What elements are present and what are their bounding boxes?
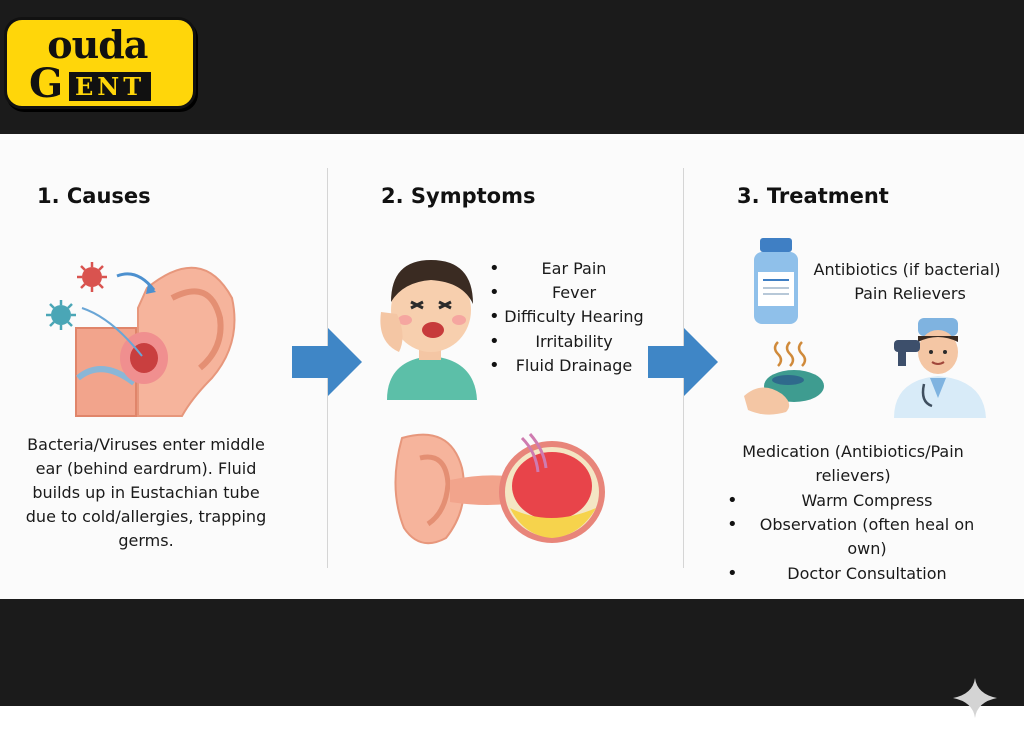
list-item: Difficulty Hearing xyxy=(489,305,659,329)
medicine-bottle-icon xyxy=(754,238,798,324)
treatment-heading: 3. Treatment xyxy=(737,184,889,208)
footer-strip xyxy=(0,706,1024,747)
ear-illustration xyxy=(75,266,236,417)
doctor-illustration xyxy=(894,318,986,418)
arrow-right-icon xyxy=(648,328,718,396)
crying-child-illustration xyxy=(380,260,477,400)
antibiotics-label: Antibiotics (if bacterial) xyxy=(813,260,1001,279)
medication-label: Medication (Antibiotics/Pain relievers) xyxy=(742,442,964,485)
causes-heading: 1. Causes xyxy=(37,184,151,208)
list-item: Fluid Drainage xyxy=(489,354,659,378)
sparkle-icon xyxy=(953,678,997,718)
list-item: Doctor Consultation xyxy=(727,562,989,586)
footer-band xyxy=(0,599,1024,706)
germ-icon xyxy=(46,300,76,330)
symptoms-list: Ear Pain Fever Difficulty Hearing Irrita… xyxy=(489,257,659,378)
list-item: Ear Pain xyxy=(489,257,659,281)
list-item: Warm Compress xyxy=(727,489,989,513)
arrow-right-icon xyxy=(292,328,362,396)
warm-compress-icon xyxy=(744,341,824,415)
inner-ear-illustration xyxy=(394,433,605,545)
list-item: Fever xyxy=(489,281,659,305)
symptoms-heading: 2. Symptoms xyxy=(381,184,536,208)
list-item: Observation (often heal on own) xyxy=(727,513,989,561)
pain-relievers-label: Pain Relievers xyxy=(854,284,966,303)
causes-description: Bacteria/Viruses enter middle ear (behin… xyxy=(25,435,267,550)
gouda-ent-logo: ouda G ENT xyxy=(4,17,196,109)
germ-icon xyxy=(77,262,107,292)
list-item: Irritability xyxy=(489,330,659,354)
treatment-list: Warm Compress Observation (often heal on… xyxy=(727,489,989,586)
